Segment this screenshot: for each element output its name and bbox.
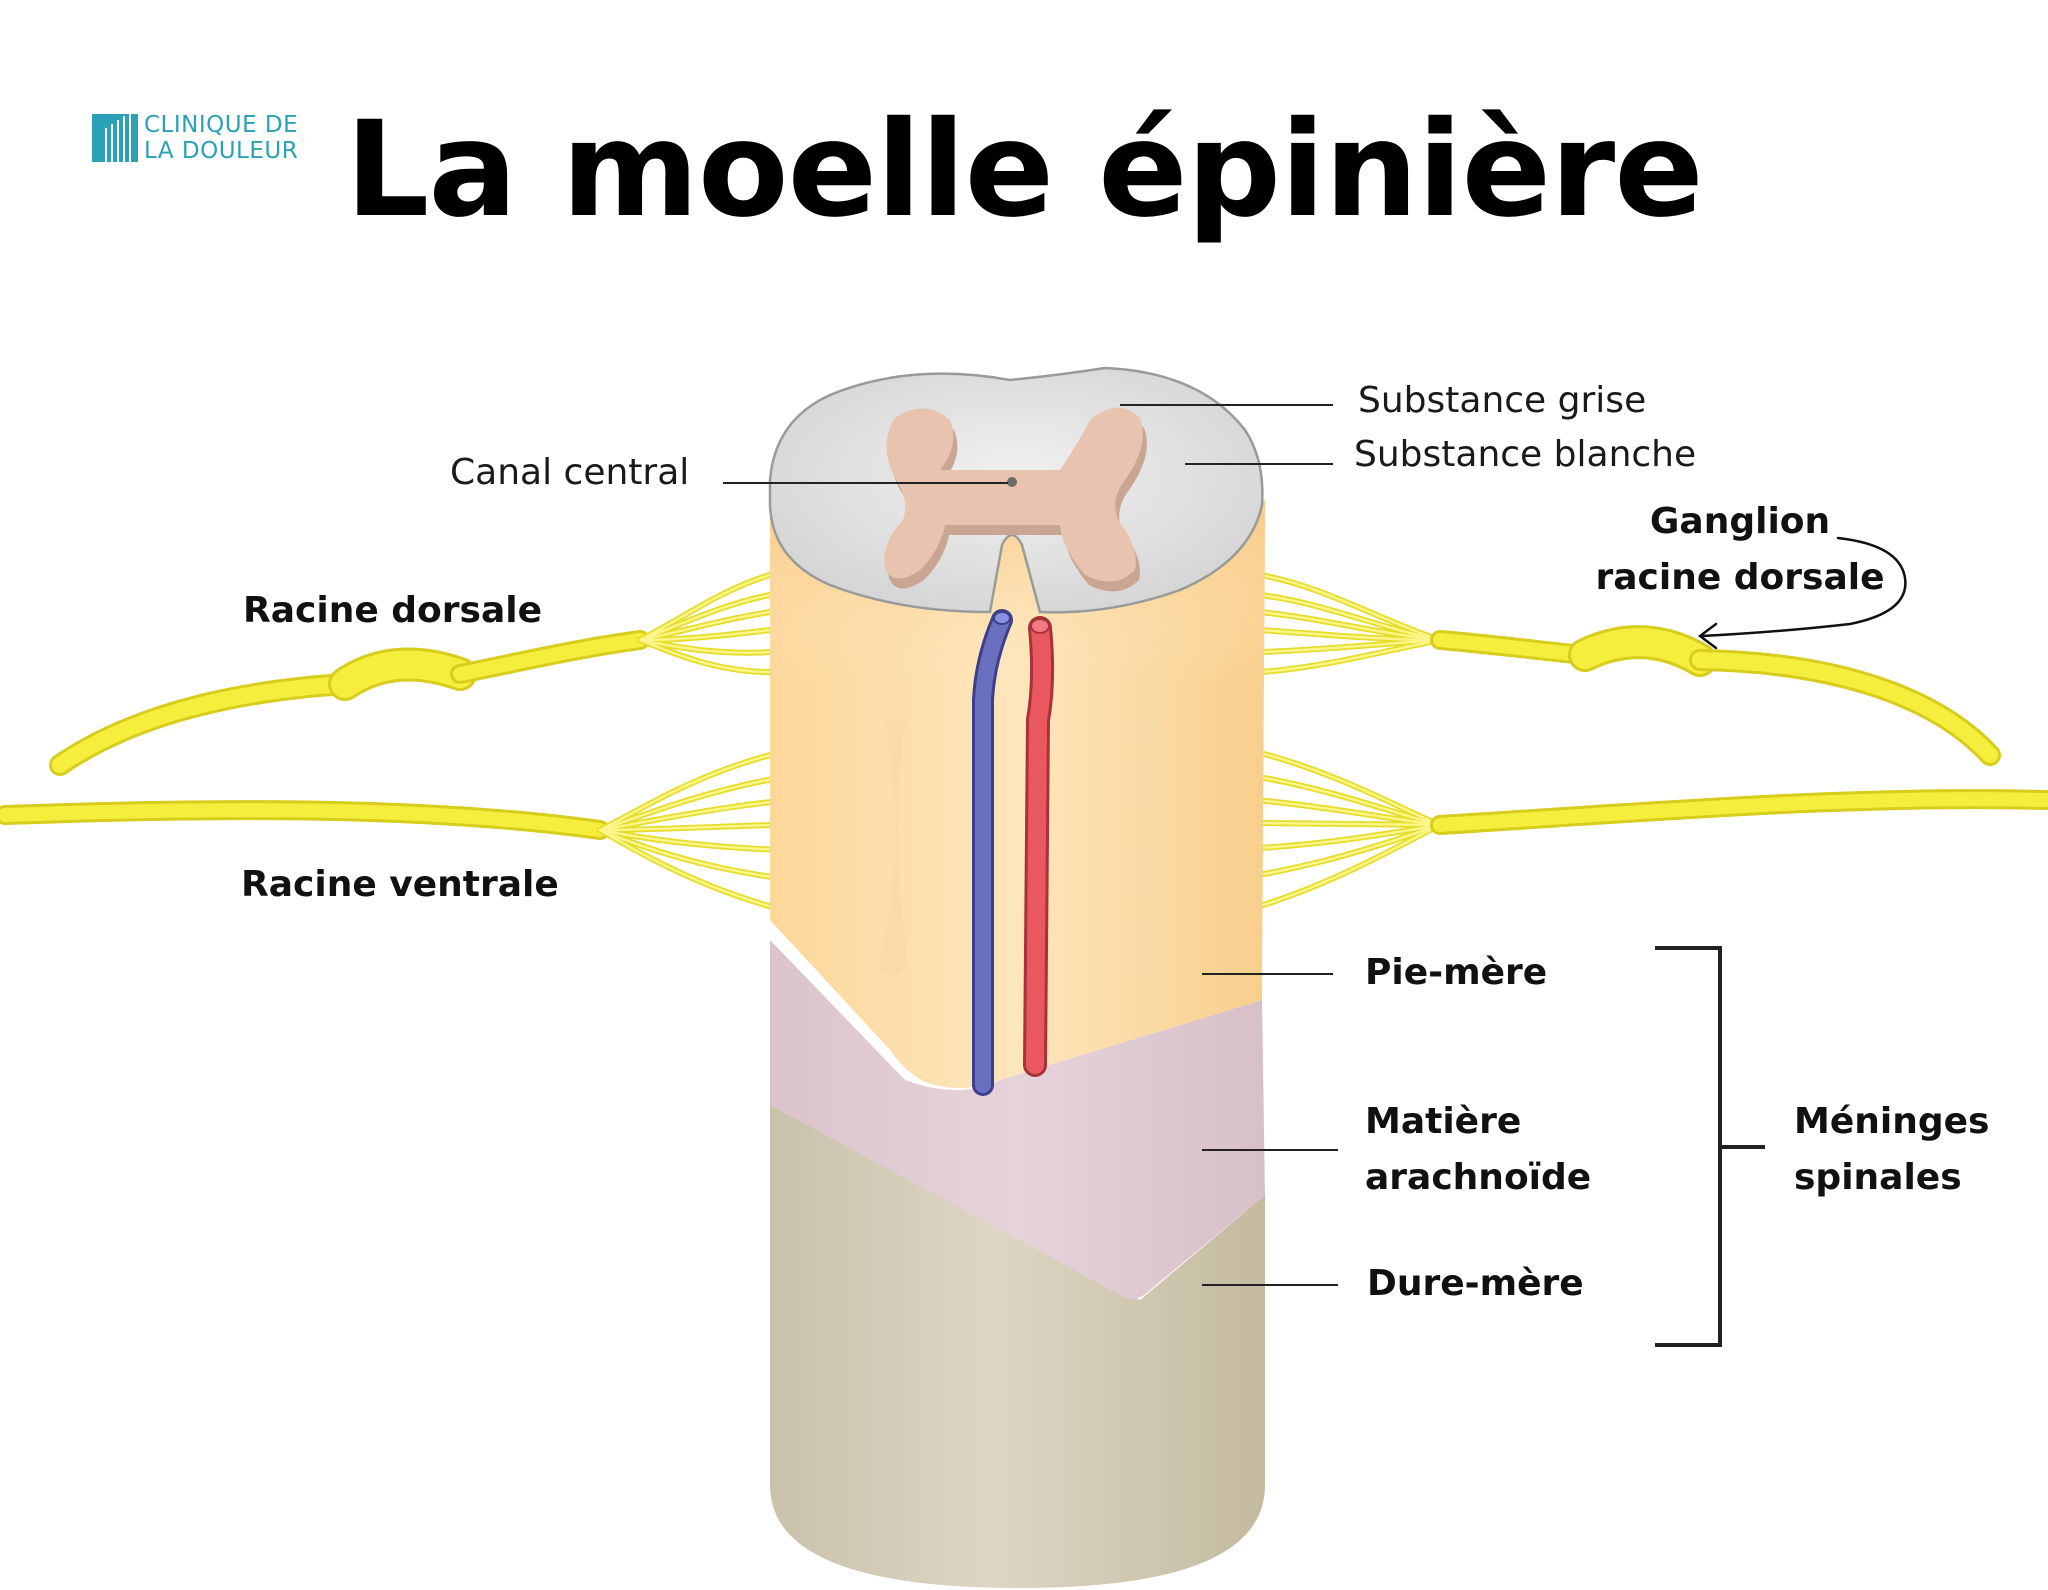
label-substance-blanche: Substance blanche xyxy=(1354,434,1697,475)
clinic-logo: CLINIQUE DE LA DOULEUR xyxy=(92,112,298,164)
page-title: La moelle épinière xyxy=(345,93,1704,247)
label-meninges-spinales: Méninges spinales xyxy=(1794,1094,1989,1206)
label-substance-grise: Substance grise xyxy=(1358,380,1647,421)
label-pie-mere: Pie-mère xyxy=(1365,952,1548,993)
label-canal-central: Canal central xyxy=(450,452,690,493)
grey-matter xyxy=(884,407,1147,592)
label-ganglion: Ganglion racine dorsale xyxy=(1590,494,1890,606)
right-ventral-root xyxy=(1162,732,2048,933)
label-meninges-line1: Méninges xyxy=(1794,1101,1990,1142)
label-meninges-line2: spinales xyxy=(1794,1157,1962,1198)
leader-lines xyxy=(723,404,1338,1286)
left-dorsal-root xyxy=(49,572,773,776)
label-matiere-arachnoide: Matière arachnoïde xyxy=(1365,1094,1591,1206)
dura-mater xyxy=(770,1105,1265,1588)
logo-line2: LA DOULEUR xyxy=(144,138,299,164)
label-dure-mere: Dure-mère xyxy=(1367,1263,1584,1304)
spinal-cord xyxy=(768,366,1265,1588)
label-racine-ventrale: Racine ventrale xyxy=(241,864,559,905)
ganglion-arrow xyxy=(1697,536,1907,650)
arachnoid-mater xyxy=(770,940,1265,1299)
meninges-bracket xyxy=(1655,946,1765,1347)
label-ganglion-line2: racine dorsale xyxy=(1595,557,1885,598)
logo-icon xyxy=(92,114,138,162)
central-canal xyxy=(1007,477,1017,487)
label-matiere-line2: arachnoïde xyxy=(1365,1157,1592,1198)
logo-line1: CLINIQUE DE xyxy=(144,112,299,138)
logo-text: CLINIQUE DE LA DOULEUR xyxy=(144,112,298,164)
label-ganglion-line1: Ganglion xyxy=(1649,501,1831,542)
label-racine-dorsale: Racine dorsale xyxy=(243,590,543,631)
right-dorsal-root xyxy=(1257,572,2001,766)
label-matiere-line1: Matière xyxy=(1365,1101,1522,1142)
